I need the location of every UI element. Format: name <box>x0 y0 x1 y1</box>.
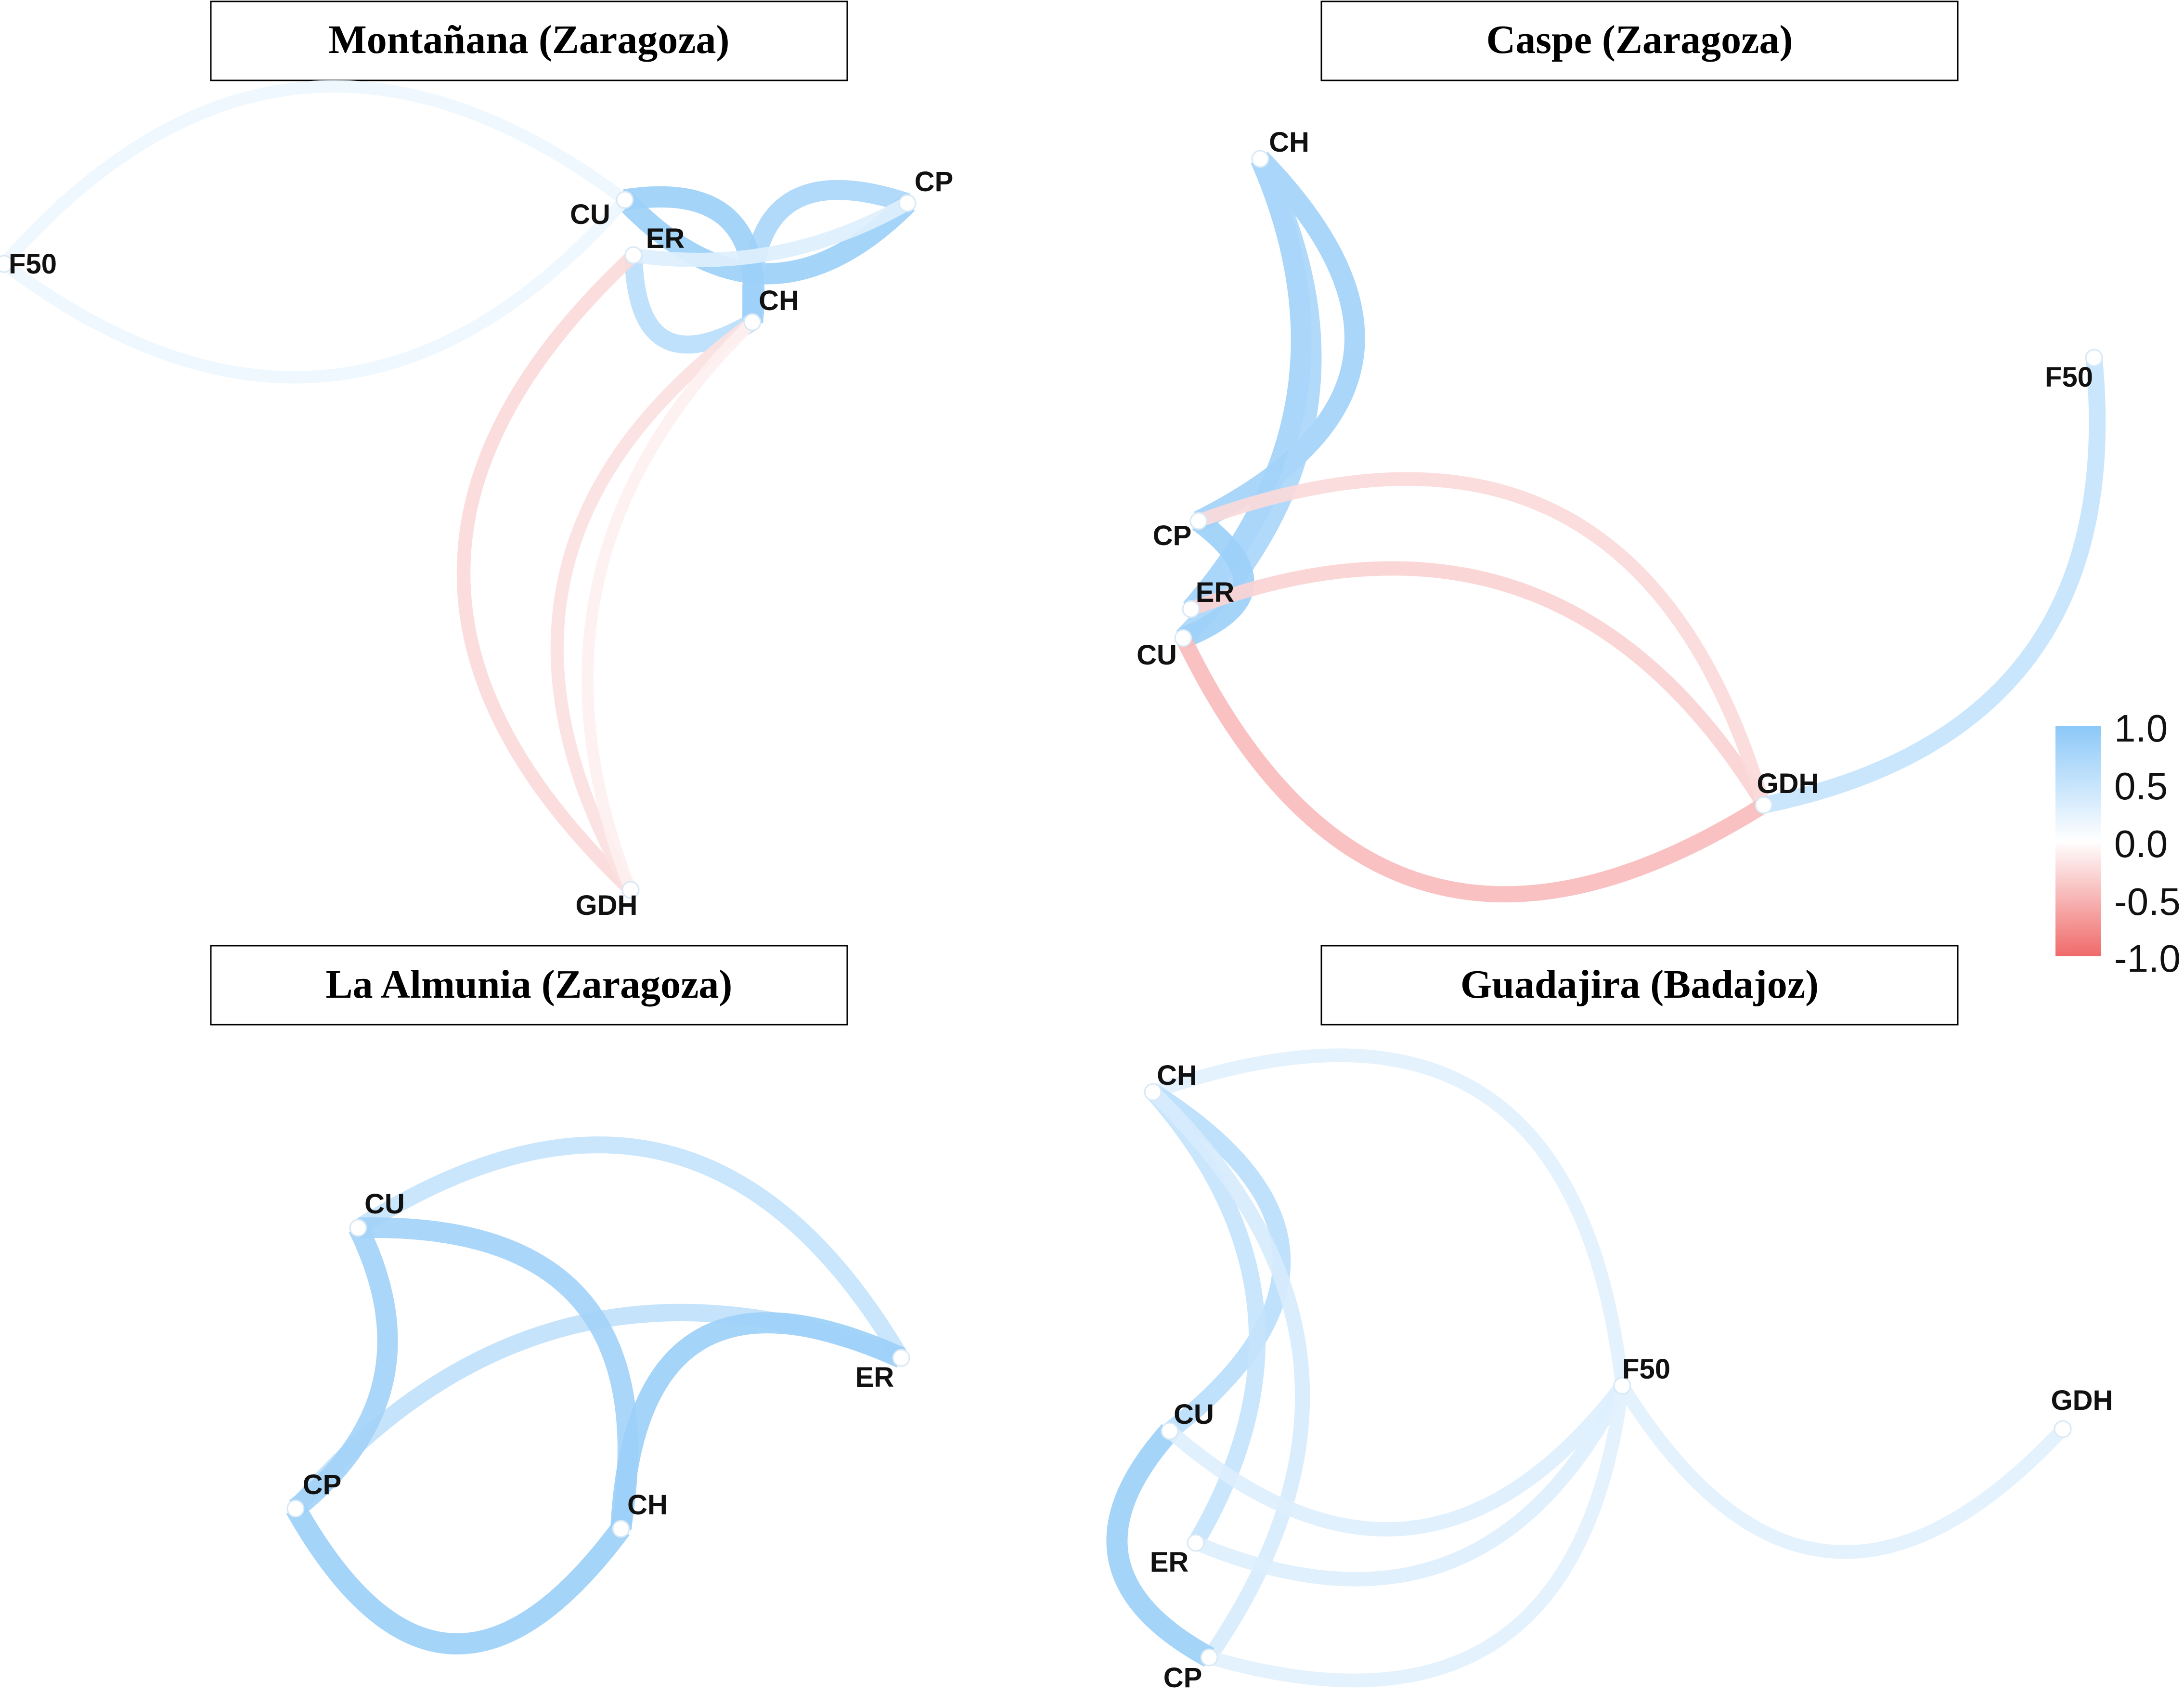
node-label-er: ER <box>646 223 685 254</box>
edge-cu-f50 <box>1165 1381 1628 1537</box>
panel-title: La Almunia (Zaragoza) <box>326 962 733 1007</box>
node-f50 <box>1613 1377 1631 1395</box>
edge-f50-gdh <box>1616 1382 2068 1559</box>
node-cp <box>286 1499 305 1518</box>
edge-gdh-f50 <box>1762 357 2106 814</box>
nodes-layer: CU ER CP CH <box>286 1188 910 1538</box>
node-gdh <box>2054 1420 2072 1438</box>
node-label-er: ER <box>1196 577 1235 608</box>
color-legend: 1.0 0.5 0.0 -0.5 -1.0 <box>2055 707 2181 980</box>
node-label-ch: CH <box>627 1489 668 1521</box>
edge-gdh-ch <box>582 318 757 892</box>
node-label-er: ER <box>855 1362 894 1393</box>
edge-f50-cu <box>0 80 629 268</box>
node-er <box>892 1349 910 1367</box>
edge-cu-gdh <box>1176 634 1768 903</box>
node-label-cp: CP <box>915 166 954 197</box>
legend-tick-label: 0.0 <box>2114 822 2168 865</box>
panel-title-box <box>210 0 848 81</box>
node-label-cu: CU <box>1174 1399 1214 1430</box>
node-cu <box>616 191 634 209</box>
node-ch <box>612 1520 630 1538</box>
edge-gdh-ch <box>550 317 757 893</box>
node-label-cu: CU <box>570 199 610 230</box>
edge-cu-er <box>353 1136 909 1362</box>
edge-cu-ch <box>623 186 765 324</box>
edge-er-f50 <box>1193 1382 1629 1587</box>
legend-colorbar <box>2055 726 2101 956</box>
edges-layer <box>1176 152 2106 903</box>
panel-title-box <box>1320 0 1959 81</box>
edge-ch-f50 <box>1150 1048 1629 1387</box>
node-label-f50: F50 <box>1622 1354 1670 1385</box>
node-cp <box>1200 1648 1218 1667</box>
edge-ch-cu <box>1148 1084 1291 1438</box>
panel-title-box <box>210 945 848 1026</box>
panel-la-almunia: La Almunia (Zaragoza) CU ER CP CH <box>210 945 910 1654</box>
panel-title: Guadajira (Badajoz) <box>1460 962 1819 1007</box>
node-label-gdh: GDH <box>1757 768 1819 799</box>
edges-layer <box>286 1136 909 1654</box>
panel-title: Caspe (Zaragoza) <box>1486 17 1793 62</box>
legend-tick-label: -0.5 <box>2114 880 2181 923</box>
node-label-ch: CH <box>1157 1060 1197 1091</box>
node-cp <box>898 194 917 212</box>
edge-cp-gdh <box>1196 472 1770 807</box>
edge-cu-cp <box>289 1223 398 1517</box>
node-label-f50: F50 <box>2045 362 2093 393</box>
node-gdh <box>621 881 640 899</box>
node-label-cp: CP <box>1163 1662 1202 1693</box>
edge-cu-cp <box>617 192 915 285</box>
edge-cu-f50 <box>0 195 630 384</box>
node-ch <box>743 313 762 331</box>
edges-layer <box>1106 1048 2068 1688</box>
edge-cu-cp <box>1106 1424 1215 1667</box>
edge-cp-f50 <box>1207 1385 1629 1688</box>
node-er <box>1187 1534 1205 1552</box>
legend-tick-label: 0.5 <box>2114 765 2168 807</box>
node-label-cu: CU <box>1137 639 1177 671</box>
node-label-er: ER <box>1150 1547 1189 1578</box>
node-cu <box>1161 1422 1179 1440</box>
edge-er-cp <box>632 197 911 267</box>
node-label-cp: CP <box>303 1469 342 1500</box>
legend-tick-label: 1.0 <box>2114 707 2168 750</box>
node-label-ch: CH <box>759 285 799 316</box>
node-er <box>1182 600 1200 618</box>
edge-ch-er <box>610 1312 906 1530</box>
node-ch <box>1251 150 1269 168</box>
node-f50 <box>2085 349 2103 367</box>
edge-cp-ch <box>286 1503 630 1654</box>
edge-cu-ch <box>358 1217 638 1531</box>
node-gdh <box>1755 796 1773 814</box>
node-label-gdh: GDH <box>2051 1385 2113 1416</box>
panel-title: Montañana (Zaragoza) <box>329 17 730 62</box>
node-f50 <box>0 255 13 273</box>
node-label-gdh: GDH <box>576 890 638 921</box>
edges-layer <box>0 80 915 895</box>
node-cp <box>1189 512 1208 530</box>
node-label-cu: CU <box>364 1188 405 1220</box>
node-label-ch: CH <box>1269 127 1309 158</box>
edge-er-gdh <box>456 250 638 895</box>
node-ch <box>1144 1083 1162 1101</box>
node-cu <box>1174 629 1192 647</box>
edge-er-gdh <box>1188 561 1770 809</box>
node-label-cp: CP <box>1153 520 1192 551</box>
panel-title-box <box>1320 945 1959 1026</box>
node-label-f50: F50 <box>9 248 57 280</box>
node-er <box>624 246 643 264</box>
node-cu <box>349 1219 367 1237</box>
legend-tick-label: -1.0 <box>2114 937 2181 980</box>
